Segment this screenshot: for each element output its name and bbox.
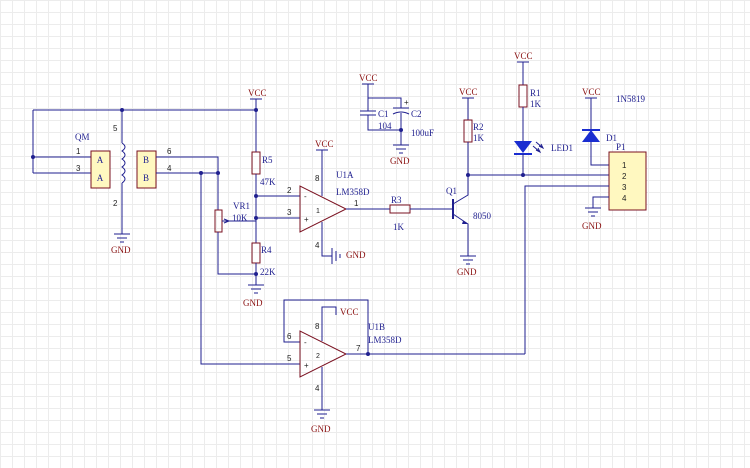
u1a-part: LM358D xyxy=(336,187,370,197)
r2-vcc-label: VCC xyxy=(459,87,478,97)
r2-ref: R2 xyxy=(473,122,484,132)
led1-ref: LED1 xyxy=(551,143,573,153)
c2-plus-sign: + xyxy=(404,98,409,107)
u1b-noninverting: + xyxy=(304,361,309,370)
r1-led-branch: VCC R1 1K LED1 xyxy=(514,51,573,177)
u1b-pin-8: 8 xyxy=(315,322,320,331)
d1-ref: D1 xyxy=(606,133,617,143)
r5-vcc-label: VCC xyxy=(248,88,267,98)
u1a-pin-8: 8 xyxy=(315,174,320,183)
p1-pin-3: 3 xyxy=(622,183,627,192)
u1a-inverting: - xyxy=(304,192,307,201)
connector-b-pin-6: 6 xyxy=(167,147,172,156)
caps-gnd-label: GND xyxy=(390,156,410,166)
qm-pin-a2: A xyxy=(97,173,104,183)
qm-ref: QM xyxy=(75,132,90,142)
qm-pin-3: 3 xyxy=(76,164,81,173)
u1b-gnd-label: GND xyxy=(311,424,331,434)
qm-pin-5: 5 xyxy=(113,124,118,133)
q1-transistor: Q1 8050 GND xyxy=(446,175,492,277)
r2-value: 1K xyxy=(473,133,485,143)
r3-resistor: R3 1K xyxy=(389,195,453,232)
c2-ref: C2 xyxy=(411,109,422,119)
c2-value: 100uF xyxy=(411,128,434,138)
u1b-pin-7: 7 xyxy=(356,344,361,353)
p1-gnd-label: GND xyxy=(582,221,602,231)
r1-ref: R1 xyxy=(530,88,541,98)
p1-ref: P1 xyxy=(616,142,626,152)
qm-sensor: A A 1 3 QM 5 2 GND xyxy=(31,108,256,255)
r4-ref: R4 xyxy=(261,245,272,255)
connector-b: B B 6 4 xyxy=(136,147,220,189)
connector-b-pin-4: 4 xyxy=(167,164,172,173)
divider-network: VCC R5 47K R4 22K GND VR1 10K xyxy=(200,88,300,365)
r1-value: 1K xyxy=(530,99,542,109)
vr1-ref: VR1 xyxy=(233,201,250,211)
p1-connector: P1 1 2 3 4 GND xyxy=(524,142,647,354)
p1-pin-4: 4 xyxy=(622,194,627,203)
r2-resistor: VCC R2 1K xyxy=(459,87,609,177)
u1b-pin-5: 5 xyxy=(287,354,292,363)
caps-vcc-label: VCC xyxy=(359,73,378,83)
vr1-value: 10K xyxy=(232,213,248,223)
qm-pin-2: 2 xyxy=(113,199,118,208)
q1-gnd-label: GND xyxy=(457,267,477,277)
u1a-pin-1: 1 xyxy=(354,199,359,208)
u1b-opamp: - + 2 6 5 8 VCC U1B LM358D 7 4 GND xyxy=(283,299,525,434)
connector-b-pin-1: B xyxy=(143,155,149,165)
r4-value: 22K xyxy=(260,267,276,277)
u1a-vcc-label: VCC xyxy=(315,139,334,149)
qm-gnd-label: GND xyxy=(111,245,131,255)
u1b-unit: 2 xyxy=(316,353,320,360)
r4-gnd-label: GND xyxy=(243,298,263,308)
d1-diode: VCC 1N5819 D1 xyxy=(582,87,645,166)
u1b-inverting: - xyxy=(304,338,307,347)
u1a-pin-3: 3 xyxy=(287,208,292,217)
u1b-vcc-label: VCC xyxy=(340,307,359,317)
u1a-pin-2: 2 xyxy=(287,186,292,195)
p1-pin-1: 1 xyxy=(622,161,627,170)
p1-pin-2: 2 xyxy=(622,172,627,181)
q1-part: 8050 xyxy=(473,211,492,221)
qm-pin-a1: A xyxy=(97,155,104,165)
u1a-pin-4: 4 xyxy=(315,241,320,250)
c1-ref: C1 xyxy=(378,109,389,119)
u1a-noninverting: + xyxy=(304,215,309,224)
r5-value: 47K xyxy=(260,177,276,187)
r3-value: 1K xyxy=(393,222,405,232)
r3-ref: R3 xyxy=(391,195,402,205)
u1a-opamp: - + 1 2 3 U1A LM358D VCC 8 4 GND 1 xyxy=(287,139,390,264)
qm-pin-1: 1 xyxy=(76,147,81,156)
connector-b-pin-2: B xyxy=(143,173,149,183)
u1b-ref: U1B xyxy=(368,322,385,332)
r1-vcc-label: VCC xyxy=(514,51,533,61)
q1-ref: Q1 xyxy=(446,186,457,196)
r5-ref: R5 xyxy=(262,155,273,165)
u1a-unit: 1 xyxy=(316,208,320,215)
decoupling-caps: VCC C1 104 + C2 100uF GND xyxy=(359,73,434,166)
u1b-pin-6: 6 xyxy=(287,332,292,341)
u1b-part: LM358D xyxy=(368,335,402,345)
u1a-ref: U1A xyxy=(336,170,354,180)
d1-part: 1N5819 xyxy=(616,94,645,104)
c1-value: 104 xyxy=(378,121,392,131)
u1b-pin-4: 4 xyxy=(315,384,320,393)
u1a-gnd-label: GND xyxy=(346,250,366,260)
d1-vcc-label: VCC xyxy=(582,87,601,97)
